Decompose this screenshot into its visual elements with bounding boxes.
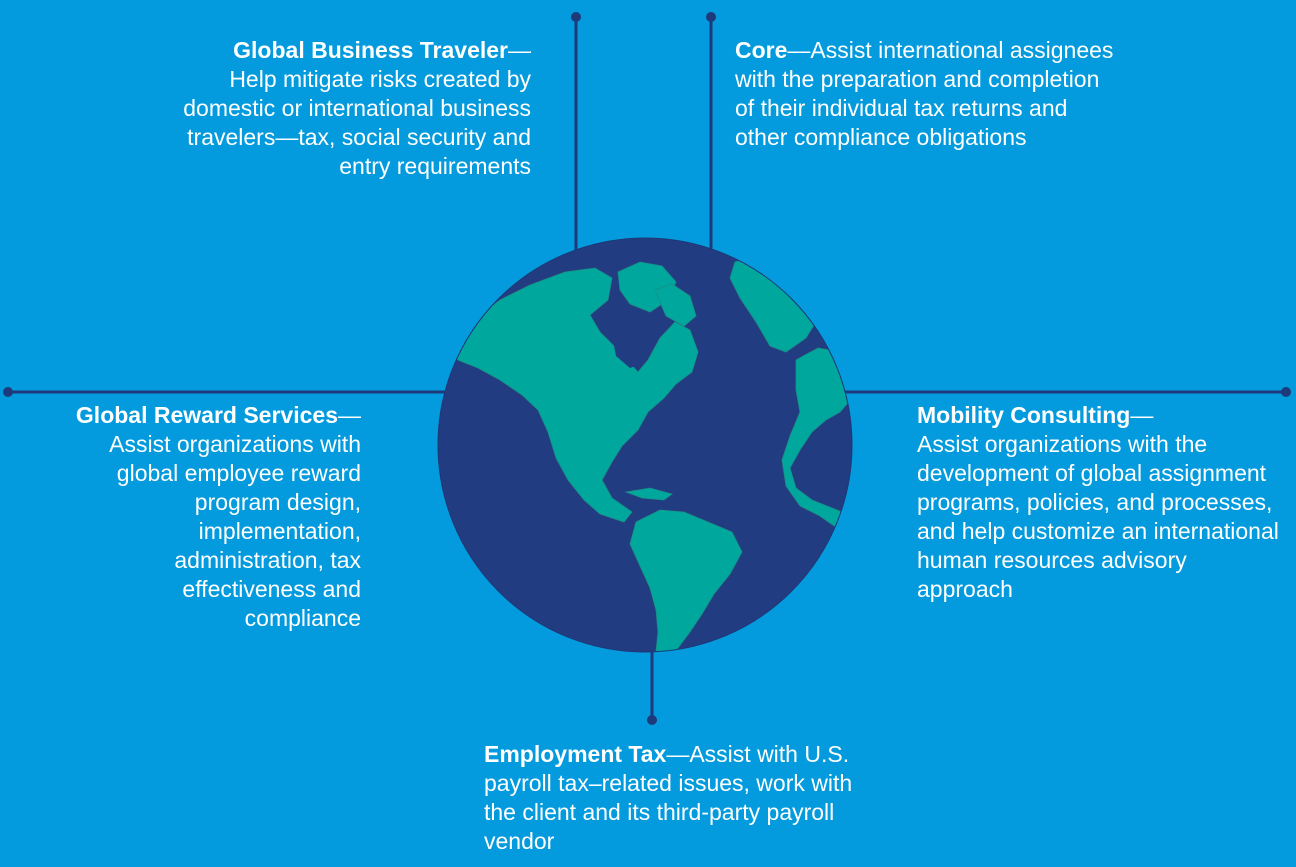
dot-right	[1281, 387, 1291, 397]
title-dash: —	[666, 741, 690, 767]
caribbean-islands	[624, 487, 673, 501]
service-global-business-traveler: Global Business Traveler— Help mitigate …	[111, 36, 531, 181]
service-description: Help mitigate risks created by domestic …	[183, 66, 531, 179]
title-dash: —	[338, 402, 361, 428]
dot-top-right	[706, 12, 716, 22]
service-description: Assist international assignees with the …	[735, 37, 1114, 150]
service-title: Global Reward Services	[75, 402, 338, 428]
service-title: Core	[735, 37, 788, 63]
connector-end-dots	[3, 12, 1291, 725]
service-title: Global Business Traveler	[233, 37, 508, 63]
service-description: Assist organizations with the developmen…	[917, 431, 1279, 602]
south-america-landmass	[629, 509, 743, 652]
service-global-reward-services: Global Reward Services— Assist organizat…	[21, 401, 361, 633]
service-employment-tax: Employment Tax—Assist with U.S. payroll …	[484, 740, 856, 856]
service-description: Assist organizations with global employe…	[109, 431, 361, 631]
service-title: Mobility Consulting	[917, 402, 1131, 428]
dot-top-left	[571, 12, 581, 22]
dot-bottom	[647, 715, 657, 725]
globe	[437, 237, 853, 653]
hudson-bay	[612, 328, 650, 368]
service-description: Assist with U.S. payroll tax–related iss…	[484, 741, 853, 854]
service-core: Core—Assist international assignees with…	[735, 36, 1115, 152]
service-mobility-consulting: Mobility Consulting— Assist organization…	[917, 401, 1289, 604]
title-dash: —	[508, 37, 531, 63]
british-isles	[800, 352, 814, 374]
globe-rim	[437, 237, 853, 653]
title-dash: —	[1130, 402, 1154, 428]
north-america-landmass	[444, 267, 699, 523]
connector-lines	[8, 17, 1286, 720]
title-dash: —	[787, 37, 811, 63]
service-title: Employment Tax	[484, 741, 667, 767]
europe-africa-edge	[781, 347, 852, 562]
baffin-island	[654, 283, 697, 327]
dot-left	[3, 387, 13, 397]
